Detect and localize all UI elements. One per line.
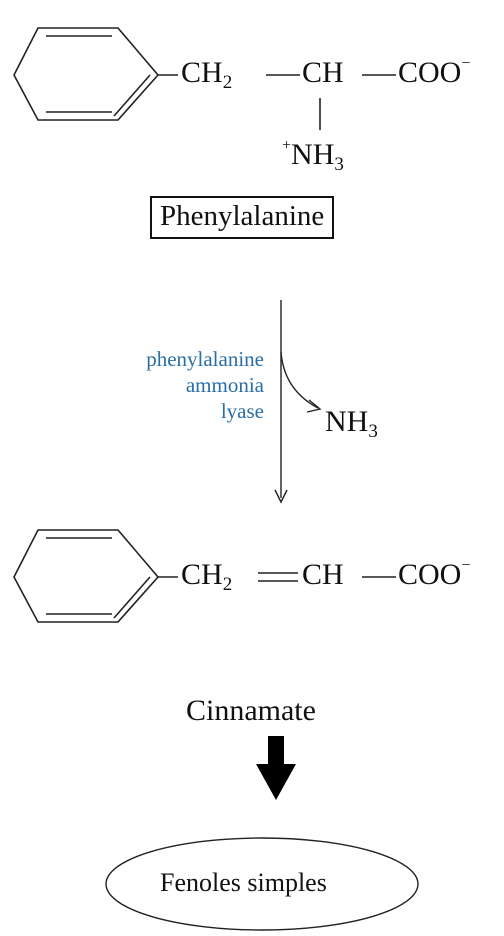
- phe-coo: COO−: [398, 55, 471, 89]
- phe-nh3: +NH3: [282, 137, 344, 175]
- enzyme-line-2: ammonia: [185, 373, 264, 397]
- benzene-ring-bottom: [13, 529, 160, 623]
- product-label: Fenoles simples: [160, 868, 327, 897]
- enzyme-label: phenylalanine ammonia lyase: [146, 346, 264, 424]
- cin-coo: COO−: [398, 557, 471, 591]
- phenylalanine-label: Phenylalanine: [150, 196, 335, 239]
- product-oval: [105, 837, 419, 931]
- enzyme-line-3: lyase: [220, 399, 264, 423]
- byproduct-curve-arrow: [280, 351, 319, 409]
- cin-ch2: CH2: [181, 558, 233, 595]
- cin-ch: CH: [302, 558, 344, 591]
- phe-ch: CH: [302, 56, 344, 89]
- block-arrow-down: [256, 736, 296, 800]
- byproduct-nh3: NH3: [325, 405, 378, 442]
- reaction-arrow-head: [274, 489, 288, 504]
- cinnamate-label: Cinnamate: [186, 694, 316, 727]
- byproduct-arrow-head: [306, 399, 322, 413]
- benzene-ring-top: [13, 27, 160, 121]
- phe-ch2: CH2: [181, 56, 233, 93]
- enzyme-line-1: phenylalanine: [146, 347, 264, 371]
